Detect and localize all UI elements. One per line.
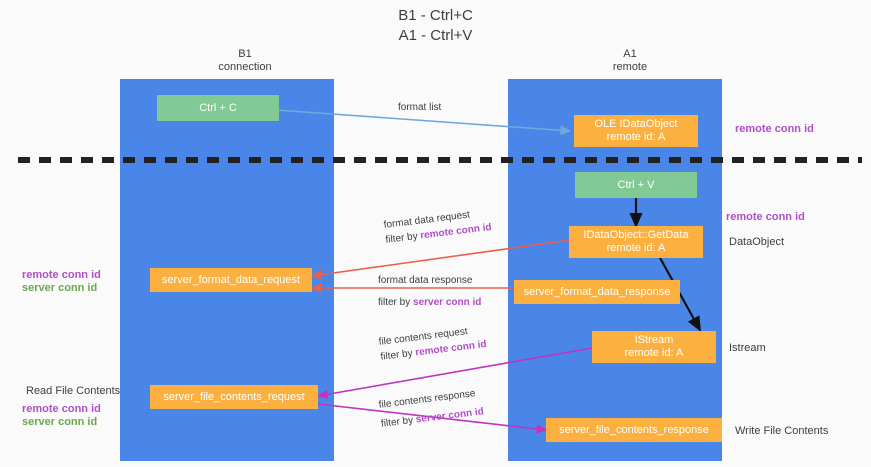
node-server-file-contents-request[interactable]: server_file_contents_request <box>150 385 318 409</box>
node-idataobject[interactable]: OLE IDataObject remote id: A <box>574 115 698 147</box>
note-right-istream: Istream <box>729 342 766 354</box>
edge-label-format-data-response: format data response filter by server co… <box>378 274 481 309</box>
node-server-file-contents-request-label: server_file_contents_request <box>163 390 305 403</box>
edge-label-format-data-request: format data request filter by remote con… <box>383 206 492 247</box>
node-server-format-data-response[interactable]: server_format_data_response <box>514 280 680 304</box>
node-ctrl-c-label: Ctrl + C <box>199 101 237 114</box>
note-left-remote-conn-id-2: remote conn id <box>22 403 101 415</box>
node-ctrl-v[interactable]: Ctrl + V <box>575 172 697 198</box>
edge-label-file-contents-response-prefix: filter by <box>380 414 417 430</box>
note-right-remote-conn-top: remote conn id <box>735 123 814 135</box>
edge-label-format-data-response-value: server conn id <box>413 297 482 308</box>
edge-label-file-contents-request: file contents request filter by remote c… <box>378 323 487 364</box>
note-right-dataobject: DataObject <box>729 236 785 248</box>
edge-label-format-data-request-prefix: filter by <box>384 230 422 246</box>
node-getdata-line2: remote id: A <box>606 242 666 254</box>
note-right-remote-conn-mid: remote conn id <box>726 211 805 223</box>
column-header-a1: A1 remote <box>540 48 720 74</box>
column-header-b1: B1 connection <box>155 48 335 74</box>
column-header-b1-name: B1 <box>238 48 252 60</box>
edge-label-file-contents-response-value: server conn id <box>415 406 485 426</box>
node-server-file-contents-response[interactable]: server_file_contents_response <box>546 418 722 442</box>
edge-label-format-data-response-prefix: filter by <box>378 297 414 308</box>
edge-label-format-list: format list <box>398 101 441 114</box>
note-left-remote-conn-id: remote conn id <box>22 269 101 281</box>
column-header-b1-sub: connection <box>218 61 272 73</box>
node-getdata[interactable]: IDataObject::GetData remote id: A <box>569 226 703 258</box>
note-left-server-conn-id-2: server conn id <box>22 416 98 428</box>
edge-label-format-data-response-text: format data response <box>378 275 473 286</box>
edge-label-file-contents-request-prefix: filter by <box>379 347 417 363</box>
note-right-write-file-contents: Write File Contents <box>735 425 829 437</box>
node-idataobject-line1: OLE IDataObject <box>594 118 678 130</box>
edge-label-format-list-text: format list <box>398 102 442 113</box>
column-header-a1-name: A1 <box>623 48 637 60</box>
node-server-format-data-request[interactable]: server_format_data_request <box>150 268 312 292</box>
node-idataobject-line2: remote id: A <box>606 131 666 143</box>
title-line-1: B1 - Ctrl+C <box>398 7 473 24</box>
column-header-a1-sub: remote <box>612 61 648 73</box>
node-ctrl-v-label: Ctrl + V <box>617 178 655 191</box>
node-getdata-line1: IDataObject::GetData <box>583 229 689 241</box>
node-istream[interactable]: IStream remote id: A <box>592 331 716 363</box>
title-line-2: A1 - Ctrl+V <box>398 27 473 44</box>
node-ctrl-c[interactable]: Ctrl + C <box>157 95 279 121</box>
node-istream-line1: IStream <box>634 334 674 346</box>
node-server-format-data-response-label: server_format_data_response <box>523 285 671 298</box>
note-left-read-file-contents: Read File Contents <box>26 385 121 397</box>
node-server-format-data-request-label: server_format_data_request <box>161 273 301 286</box>
node-istream-line2: remote id: A <box>624 347 684 359</box>
note-left-server-conn-id: server conn id <box>22 282 98 294</box>
node-server-file-contents-response-label: server_file_contents_response <box>559 423 709 436</box>
diagram-title: B1 - Ctrl+C A1 - Ctrl+V <box>0 6 871 46</box>
edge-label-file-contents-response: file contents response filter by server … <box>378 386 485 430</box>
